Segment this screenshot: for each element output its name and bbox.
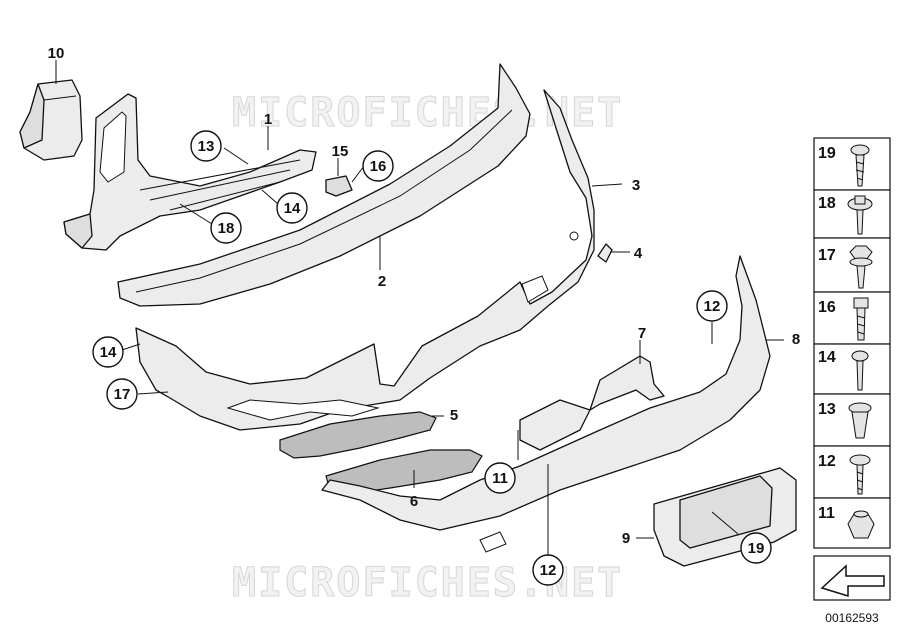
callout-18[interactable]: 18 [210, 212, 242, 244]
fastener-label-14: 14 [818, 349, 836, 366]
svg-text:14: 14 [284, 200, 301, 217]
expanding-clip-icon [848, 402, 872, 439]
watermark-bottom: MICROFICHES.NET [232, 560, 623, 606]
callout-16[interactable]: 16 [362, 150, 394, 182]
svg-text:5: 5 [450, 407, 458, 424]
callout-10[interactable]: 10 [48, 45, 65, 62]
svg-text:10: 10 [48, 45, 65, 62]
svg-text:12: 12 [704, 298, 721, 315]
fastener-panel: 19 18 17 16 14 13 12 11 [813, 137, 891, 601]
svg-text:18: 18 [218, 220, 235, 237]
fastener-label-17: 17 [818, 247, 836, 264]
callout-19[interactable]: 19 [740, 532, 772, 564]
callout-11[interactable]: 11 [484, 462, 516, 494]
svg-text:7: 7 [638, 325, 646, 342]
self-tapping-screw-icon [850, 144, 870, 187]
part-11-bracket [519, 399, 591, 451]
callout-15[interactable]: 15 [332, 143, 349, 160]
callout-4[interactable]: 4 [634, 245, 643, 262]
svg-text:6: 6 [410, 493, 418, 510]
svg-text:1: 1 [264, 111, 272, 128]
hex-nut-icon [847, 510, 875, 539]
callout-8[interactable]: 8 [792, 331, 800, 348]
svg-text:8: 8 [792, 331, 800, 348]
arrow-icon [820, 564, 885, 598]
callout-12-top[interactable]: 12 [696, 290, 728, 322]
fastener-label-11: 11 [818, 505, 835, 522]
svg-text:12: 12 [540, 562, 557, 579]
part-8-lower-trim [321, 255, 771, 553]
svg-text:3: 3 [632, 177, 640, 194]
fastener-label-13: 13 [818, 401, 836, 418]
pan-head-screw-icon [851, 350, 869, 391]
part-10-bracket [19, 79, 83, 161]
svg-text:11: 11 [492, 470, 508, 487]
svg-text:16: 16 [370, 158, 387, 175]
callout-5[interactable]: 5 [450, 407, 458, 424]
fastener-label-18: 18 [818, 195, 836, 212]
callout-2[interactable]: 2 [378, 273, 386, 290]
part-15-clip [325, 175, 353, 197]
fastener-label-16: 16 [818, 299, 836, 316]
svg-text:4: 4 [634, 245, 643, 262]
hex-bolt-icon [853, 297, 869, 341]
svg-text:2: 2 [378, 273, 386, 290]
leader-lines [55, 60, 784, 556]
fastener-label-12: 12 [818, 453, 836, 470]
callout-3[interactable]: 3 [632, 177, 640, 194]
part-4-clip [597, 243, 613, 263]
part-2-diffuser [117, 63, 531, 307]
part-7-bracket [589, 355, 665, 411]
callout-13[interactable]: 13 [190, 130, 222, 162]
callout-12-bottom[interactable]: 12 [532, 554, 564, 586]
svg-text:15: 15 [332, 143, 349, 160]
callout-7[interactable]: 7 [638, 325, 646, 342]
svg-text:14: 14 [100, 344, 117, 361]
svg-text:19: 19 [748, 540, 765, 557]
hex-collar-screw-icon [849, 245, 873, 289]
fastener-label-19: 19 [818, 145, 836, 162]
part-1-carrier [63, 93, 317, 251]
part-3-bumper-cover [135, 89, 595, 431]
svg-text:17: 17 [114, 386, 131, 403]
callout-9[interactable]: 9 [622, 530, 630, 547]
callout-17[interactable]: 17 [106, 378, 138, 410]
callout-14-top[interactable]: 14 [276, 192, 308, 224]
collar-screw-icon [847, 195, 873, 235]
callout-1[interactable]: 1 [264, 111, 272, 128]
part-5-grille [279, 411, 437, 459]
document-number: 00162593 [825, 611, 879, 625]
svg-text:9: 9 [622, 530, 630, 547]
callout-14-left[interactable]: 14 [92, 336, 124, 368]
callout-6[interactable]: 6 [410, 493, 418, 510]
part-9-plate-base [653, 467, 797, 567]
svg-text:13: 13 [198, 138, 215, 155]
washer-screw-icon [849, 454, 871, 495]
